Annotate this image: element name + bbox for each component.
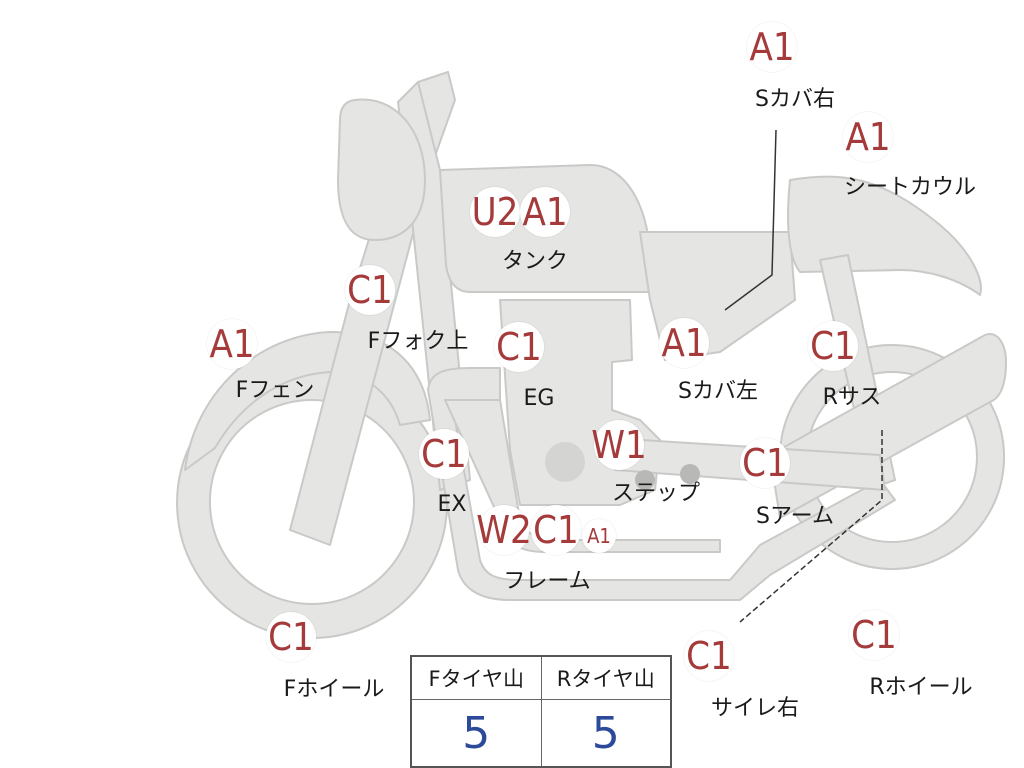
label-engine: EG [523,386,555,411]
grade-badge-f-fender: A1 [207,319,257,369]
grade-badge-r-suspension: C1 [808,321,858,371]
label-frame: フレーム [503,569,591,594]
grade-badge-engine: C1 [494,322,544,372]
label-exhaust: EX [437,492,467,517]
label-s-cover-right: Sカバ右 [755,87,835,112]
grade-badge-muffler-right: C1 [684,631,734,681]
grade-badge-frame-1: W2 [476,505,532,555]
label-f-fork-upper: Fフォク上 [367,329,469,354]
label-seat-cowl: シートカウル [843,175,977,200]
leader-muffler-right [739,430,883,623]
grade-badge-r-wheel: C1 [849,610,899,660]
label-swing-arm: Sアーム [756,504,834,529]
grade-badge-s-cover-right: A1 [747,22,797,72]
label-f-wheel: Fホイール [283,677,385,702]
header-front-tire: Fタイヤ山 [410,655,542,700]
value-front-tire: 5 [410,699,542,768]
grade-badge-f-fork-upper: C1 [345,265,395,315]
label-f-fender: Fフェン [235,378,315,403]
header-rear-tire: Rタイヤ山 [540,655,672,700]
label-r-wheel: Rホイール [869,675,973,700]
frame-shape [427,367,896,601]
headlight-shape [337,98,426,241]
leader-s-cover-right [724,129,777,311]
grade-badge-step: W1 [591,420,647,470]
grade-badge-f-wheel: C1 [266,612,316,662]
value-rear-tire: 5 [540,699,672,768]
grade-badge-frame-2: C1 [531,505,581,555]
grade-badge-s-cover-left: A1 [659,318,709,368]
grade-badge-tank-1: U2 [470,187,520,237]
label-step: ステップ [611,481,701,506]
grade-badge-exhaust: C1 [419,429,469,479]
label-r-suspension: Rサス [822,385,882,410]
tire-tread-table: Fタイヤ山 Rタイヤ山 5 5 [410,655,672,768]
grade-badge-tank-2: A1 [520,187,570,237]
label-s-cover-left: Sカバ左 [678,379,758,404]
grade-badge-swing-arm: C1 [740,438,790,488]
grade-badge-seat-cowl: A1 [843,112,893,162]
label-muffler-right: サイレ右 [710,696,800,721]
grade-badge-frame-3: A1 [582,519,616,553]
label-tank: タンク [501,249,569,274]
